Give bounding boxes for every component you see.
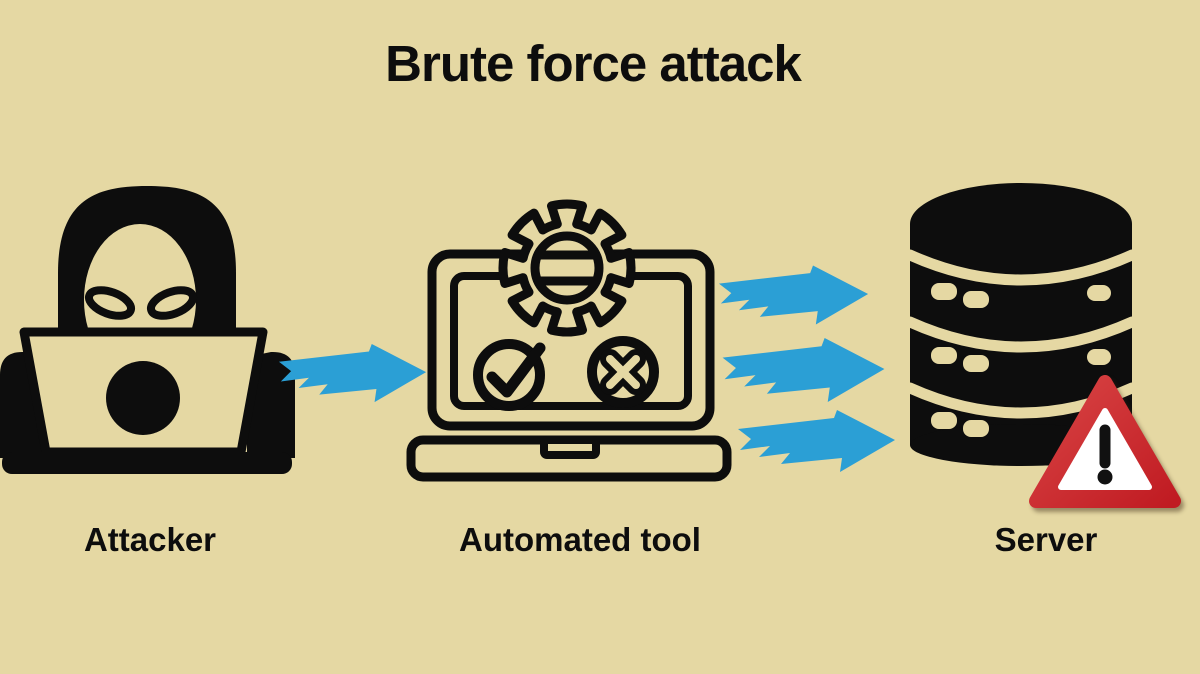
hacker-laptop-logo xyxy=(106,361,180,435)
automated-tool-icon xyxy=(406,199,732,482)
flow-arrow-icon xyxy=(733,409,901,473)
flow-arrow-icon xyxy=(718,263,870,327)
hacker-eyes xyxy=(84,286,198,320)
laptop-base-notch xyxy=(540,436,600,459)
attacker-label: Attacker xyxy=(83,521,217,558)
check-circle-icon xyxy=(473,339,546,411)
exclamation-mark xyxy=(1097,424,1113,485)
page-title: Brute force attack xyxy=(385,35,802,92)
database-led-dashes xyxy=(931,283,1111,437)
warning-triangle-icon xyxy=(1029,375,1181,508)
flow-arrow-icon xyxy=(721,337,887,403)
hacker-attacker-icon xyxy=(0,186,295,474)
hacker-desk-bar xyxy=(2,452,292,474)
flow-arrow-icon xyxy=(278,340,428,406)
gear-icon xyxy=(498,199,636,337)
x-circle-icon xyxy=(587,336,659,408)
server-label: Server xyxy=(994,521,1098,558)
automated-tool-label: Automated tool xyxy=(459,521,701,558)
